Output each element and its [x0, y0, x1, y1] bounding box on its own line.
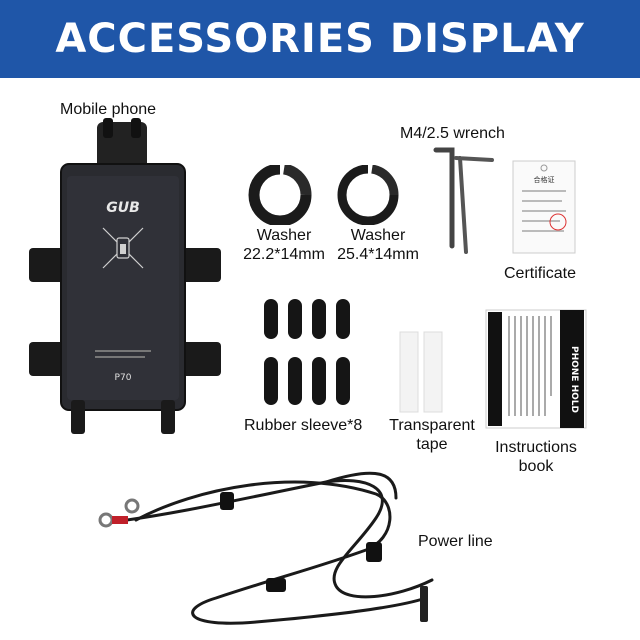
washer-25-label: Washer 25.4*14mm — [330, 226, 426, 264]
transparent-tape-label-line2: tape — [416, 436, 448, 453]
instructions-book-label: Instructions book — [484, 438, 588, 476]
wrench-label: M4/2.5 wrench — [400, 125, 505, 142]
certificate-label: Certificate — [504, 265, 577, 282]
transparent-tape-image — [398, 330, 446, 414]
washer-22-label-line1: Washer — [256, 227, 312, 244]
wrench-image — [432, 146, 500, 258]
brand-logo: GUB — [106, 200, 140, 216]
washer-22-image — [248, 165, 312, 225]
phone-holder-image: GUB P70 — [25, 118, 225, 440]
washer-25-label-line1: Washer — [350, 227, 406, 244]
washer-22-label-line2: 22.2*14mm — [243, 246, 325, 263]
certificate-title: 合格证 — [534, 175, 555, 184]
instructions-book-label-line1: Instructions — [495, 439, 577, 456]
instructions-book-image: PHONE HOLD — [484, 306, 588, 430]
washer-22-label: Washer 22.2*14mm — [236, 226, 332, 264]
instructions-book-label-line2: book — [518, 458, 554, 475]
rubber-sleeve-image — [262, 295, 358, 409]
page-title: ACCESSORIES DISPLAY — [55, 16, 585, 62]
transparent-tape-label-line1: Transparent — [389, 417, 475, 434]
washer-25-label-line2: 25.4*14mm — [337, 246, 419, 263]
mobile-phone-label: Mobile phone — [60, 101, 157, 118]
power-line-label: Power line — [418, 533, 493, 550]
instructions-book-spine: PHONE HOLD — [569, 346, 579, 413]
rubber-sleeve-label: Rubber sleeve*8 — [244, 417, 363, 434]
model-label: P70 — [115, 373, 132, 383]
washer-25-image — [336, 165, 400, 225]
header-banner: ACCESSORIES DISPLAY — [0, 0, 640, 78]
transparent-tape-label: Transparent tape — [382, 416, 482, 454]
power-line-image — [96, 458, 456, 634]
certificate-image: 合格证 — [512, 160, 576, 254]
